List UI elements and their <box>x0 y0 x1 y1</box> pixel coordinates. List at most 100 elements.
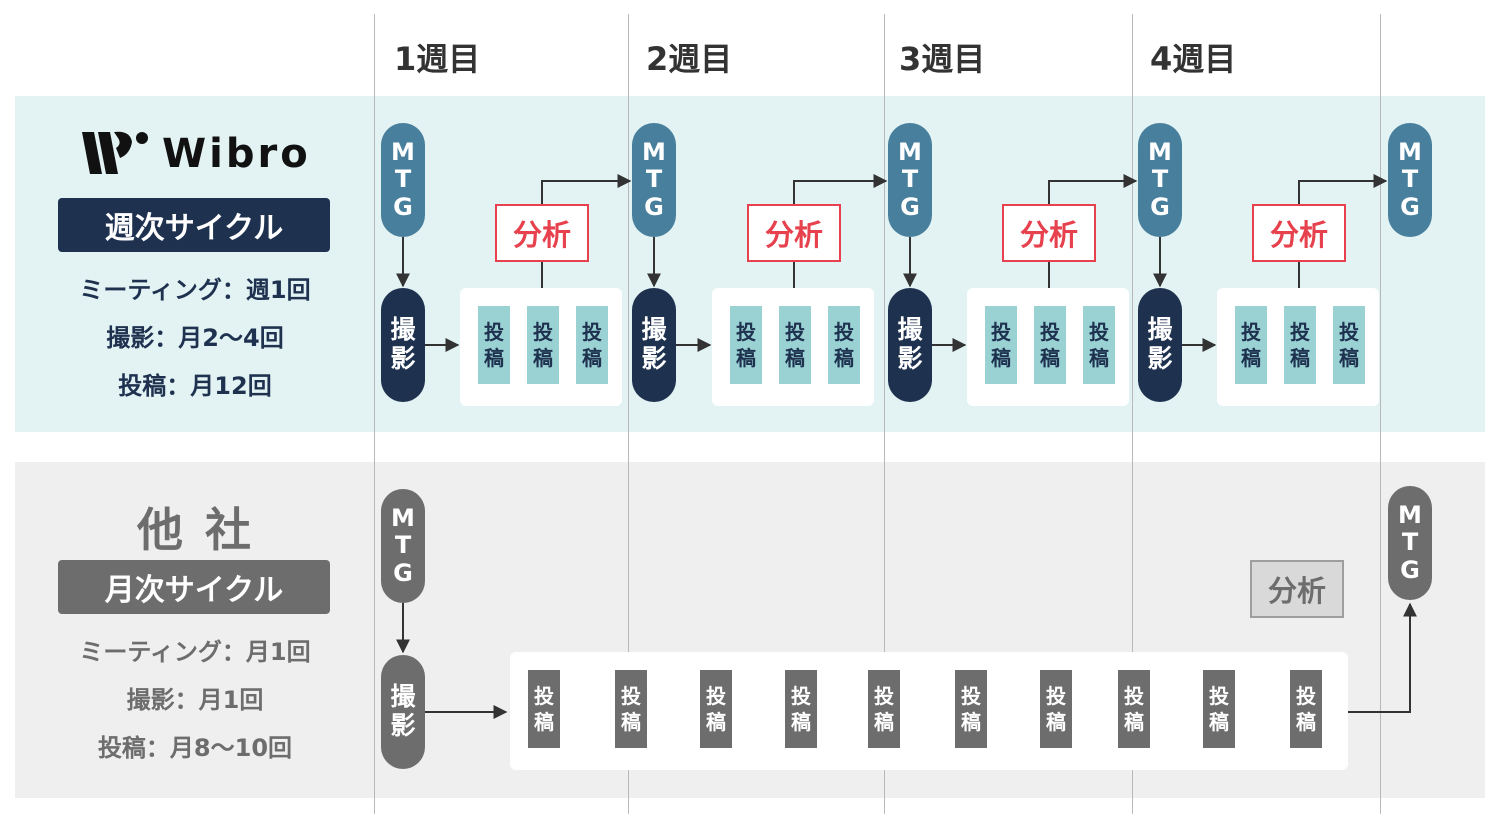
char: M <box>1398 137 1422 166</box>
char: 投 <box>874 684 894 708</box>
char: G <box>1150 192 1170 221</box>
char: 投 <box>534 684 554 708</box>
char: 撮 <box>390 315 416 345</box>
char: 投 <box>621 684 641 708</box>
char: 投 <box>791 684 811 708</box>
char: 投 <box>1339 320 1359 344</box>
analysis-box: 分析 <box>495 204 589 262</box>
analysis-box: 分析 <box>1252 204 1346 262</box>
char: M <box>1148 137 1172 166</box>
flow-arrow <box>541 174 632 204</box>
post-tile: 投稿 <box>527 306 559 384</box>
other-spec-meeting: ミーティング：月1回 <box>79 638 311 666</box>
char: T <box>1401 528 1419 557</box>
char: 投 <box>706 684 726 708</box>
flow-arrow <box>1348 602 1417 713</box>
char: 稿 <box>534 710 554 734</box>
char: 撮 <box>390 682 416 712</box>
post-tile: 投稿 <box>1040 670 1072 748</box>
char: T <box>1151 165 1169 194</box>
post-tile: 投稿 <box>615 670 647 748</box>
char: 投 <box>1124 684 1144 708</box>
char: 稿 <box>1209 710 1229 734</box>
char: G <box>1400 555 1420 584</box>
char: 影 <box>390 344 416 373</box>
wibro-spec-meeting: ミーティング：週1回 <box>79 276 311 304</box>
char: M <box>391 137 415 166</box>
wibro-logo-mark-icon <box>82 131 148 174</box>
post-tile: 投稿 <box>868 670 900 748</box>
char: 投 <box>1046 684 1066 708</box>
char: 影 <box>390 711 416 740</box>
char: T <box>645 165 663 194</box>
char: 撮 <box>897 315 923 345</box>
char: 投 <box>991 320 1011 344</box>
char: 稿 <box>785 346 805 370</box>
post-tile: 投稿 <box>828 306 860 384</box>
post-tile: 投稿 <box>730 306 762 384</box>
post-tile: 投稿 <box>1235 306 1267 384</box>
char: M <box>898 137 922 166</box>
char: 投 <box>1040 320 1060 344</box>
shoot-pill: 撮影 <box>381 288 425 402</box>
post-tile: 投稿 <box>955 670 987 748</box>
char: 投 <box>834 320 854 344</box>
shoot-pill: 撮影 <box>1138 288 1182 402</box>
post-tile: 投稿 <box>700 670 732 748</box>
char: 投 <box>1241 320 1261 344</box>
char: G <box>393 192 413 221</box>
week-4-header: 4週目 <box>1150 40 1237 78</box>
char: 稿 <box>621 710 641 734</box>
char: 稿 <box>1046 710 1066 734</box>
analysis-box: 分析 <box>1002 204 1096 262</box>
wibro-spec-posting: 投稿：月12回 <box>118 372 272 400</box>
char: 投 <box>1089 320 1109 344</box>
char: 稿 <box>736 346 756 370</box>
char: 稿 <box>1124 710 1144 734</box>
char: M <box>642 137 666 166</box>
post-tile: 投稿 <box>576 306 608 384</box>
char: G <box>900 192 920 221</box>
week-divider <box>1380 14 1381 814</box>
char: T <box>1401 165 1419 194</box>
char: 投 <box>785 320 805 344</box>
analysis-box: 分析 <box>747 204 841 262</box>
week-divider <box>884 14 885 814</box>
post-tile: 投稿 <box>1290 670 1322 748</box>
char: 投 <box>1209 684 1229 708</box>
wibro-spec-shooting: 撮影：月2〜4回 <box>106 324 284 352</box>
week-2-header: 2週目 <box>646 40 733 78</box>
char: T <box>901 165 919 194</box>
char: 稿 <box>1339 346 1359 370</box>
char: 稿 <box>1241 346 1261 370</box>
post-tile: 投稿 <box>785 670 817 748</box>
flow-arrow <box>1298 174 1388 204</box>
post-tile: 投稿 <box>1284 306 1316 384</box>
char: 稿 <box>533 346 553 370</box>
other-spec-posting: 投稿：月8〜10回 <box>97 734 293 762</box>
char: 投 <box>961 684 981 708</box>
char: 稿 <box>991 346 1011 370</box>
char: 稿 <box>834 346 854 370</box>
char: G <box>644 192 664 221</box>
char: 稿 <box>1089 346 1109 370</box>
char: 稿 <box>484 346 504 370</box>
char: M <box>1398 500 1422 529</box>
char: 投 <box>533 320 553 344</box>
char: 撮 <box>641 315 667 345</box>
char: 影 <box>1147 344 1173 373</box>
shoot-pill: 撮影 <box>381 655 425 769</box>
char: M <box>391 503 415 532</box>
post-tile: 投稿 <box>1333 306 1365 384</box>
char: 稿 <box>791 710 811 734</box>
week-divider <box>1132 14 1133 814</box>
char: G <box>1400 192 1420 221</box>
char: 撮 <box>1147 315 1173 345</box>
